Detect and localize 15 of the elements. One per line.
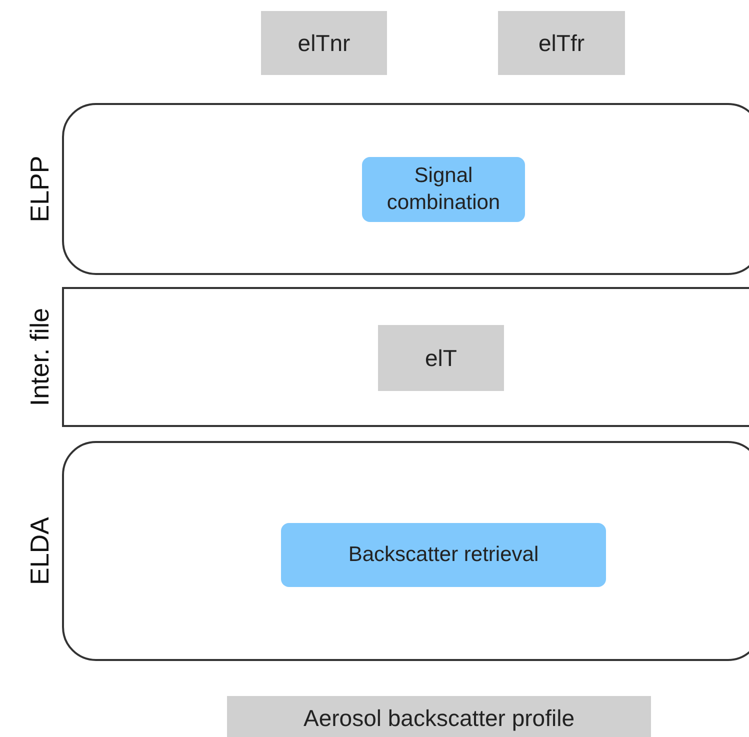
data-box — [227, 696, 651, 737]
box-label: Signal combination — [386, 163, 502, 216]
box-label: elT — [425, 344, 457, 373]
data-box — [261, 11, 387, 75]
box-label: Aerosol backscatter profile — [303, 704, 574, 733]
stage-heading: Inter. file — [24, 308, 56, 406]
box-label: elTfr — [538, 28, 584, 58]
process-box — [362, 157, 525, 222]
box-label: elTnr — [298, 28, 350, 58]
process-box — [281, 523, 606, 587]
data-box — [378, 325, 504, 391]
data-box — [498, 11, 625, 75]
stage-heading: ELDA — [24, 517, 56, 585]
box-label: Backscatter retrieval — [348, 542, 539, 568]
stage-heading: ELPP — [24, 156, 56, 222]
